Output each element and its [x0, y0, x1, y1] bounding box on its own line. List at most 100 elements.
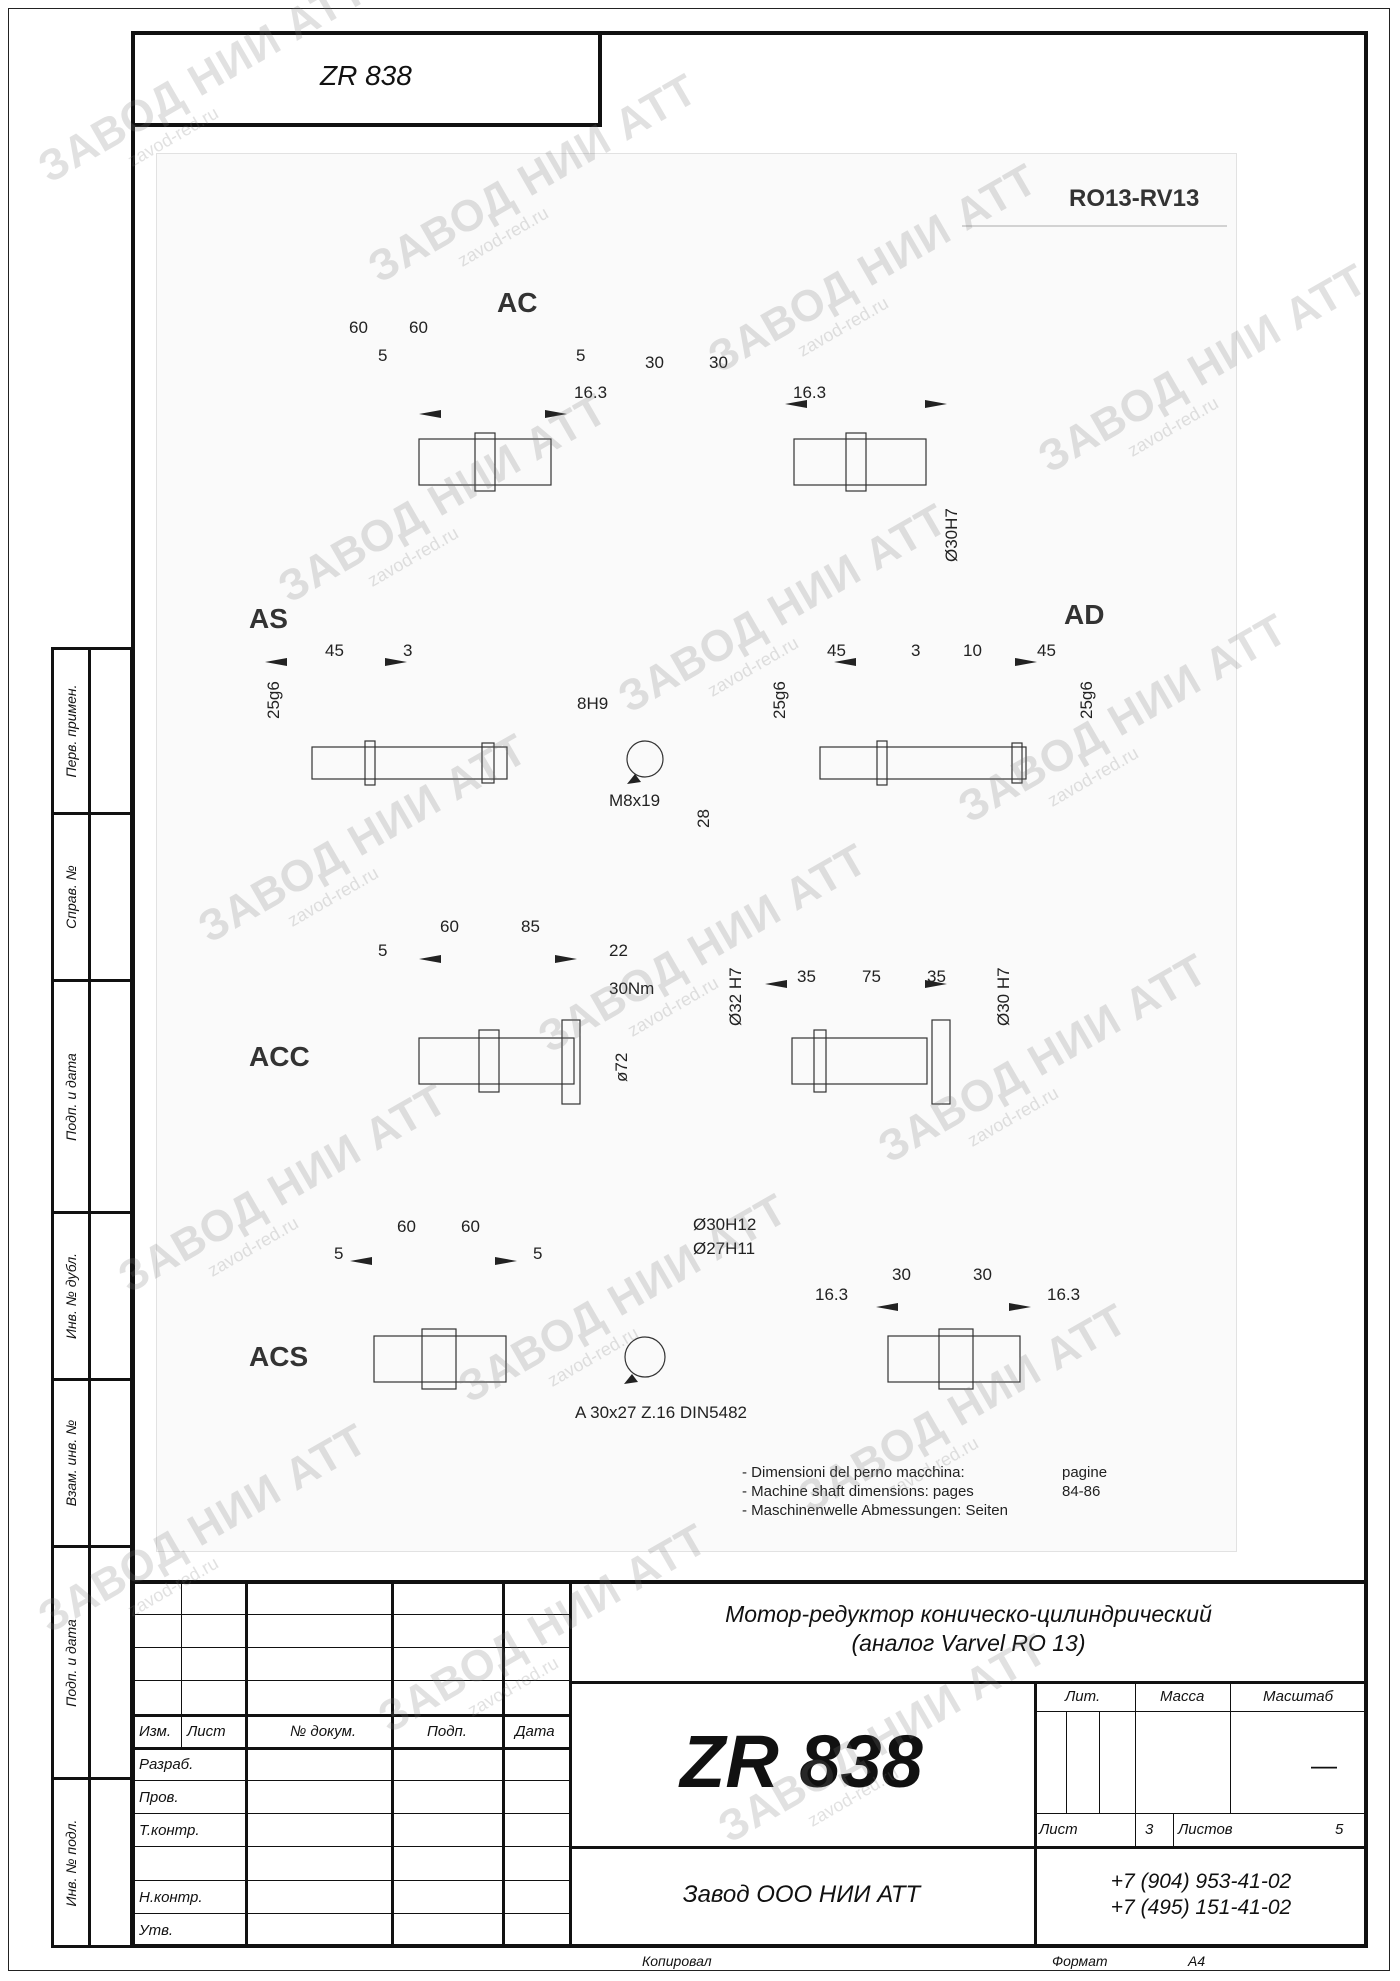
dim-label: Ø30H12: [693, 1215, 756, 1234]
dim-label: 5: [334, 1244, 343, 1263]
role-developer: Разраб.: [139, 1756, 194, 1773]
dim-label: 45: [1037, 641, 1056, 660]
technical-drawing: RO13-RV13 AC 60 60 5 5 30 30 16.3 16.3 Ø…: [156, 153, 1237, 1552]
side-stamp-label: Справ. №: [63, 865, 79, 929]
dim-label: A 30x27 Z.16 DIN5482: [575, 1403, 747, 1422]
dim-label: 16.3: [815, 1285, 848, 1304]
sheets-value: 5: [1335, 1821, 1344, 1838]
phone-1: +7 (904) 953-41-02: [1110, 1870, 1292, 1893]
dim-label: 45: [325, 641, 344, 660]
designation: ZR 838: [680, 1720, 923, 1803]
role-checker: Пров.: [139, 1789, 179, 1806]
dim-label: 35: [797, 967, 816, 986]
side-stamp-label: Перв. примен.: [63, 684, 79, 778]
sheet-border: [8, 8, 1390, 1971]
dim-label: 30Nm: [609, 979, 654, 998]
side-stamp-label: Инв. № дубл.: [63, 1252, 79, 1340]
phone-2: +7 (495) 151-41-02: [1110, 1896, 1292, 1919]
section-label-as: AS: [249, 603, 288, 634]
mass-label: Масса: [1160, 1688, 1205, 1705]
product-title-line1: Мотор-редуктор коническо-цилиндрический: [725, 1601, 1212, 1627]
dim-label: 60: [397, 1217, 416, 1236]
note-ref: pagine: [1062, 1464, 1107, 1481]
section-label-acs: ACS: [249, 1341, 308, 1372]
sheets-label: Листов: [1178, 1821, 1233, 1838]
dim-label: 3: [911, 641, 920, 660]
dim-label: 25g6: [770, 681, 789, 719]
dim-label: Ø32 H7: [726, 967, 745, 1026]
dim-label: 28: [694, 809, 713, 828]
side-stamp-cell: Справ. №: [51, 812, 133, 982]
dim-label: Ø30 H7: [994, 967, 1013, 1026]
side-stamp-label: Подп. и дата: [63, 1052, 79, 1141]
dim-label: 5: [378, 941, 387, 960]
lit-label: Лит.: [1065, 1688, 1101, 1705]
dim-label: 5: [378, 346, 387, 365]
dim-label: 60: [409, 318, 428, 337]
col-header-izm: Изм.: [139, 1723, 171, 1740]
drawing-model: RO13-RV13: [1069, 185, 1199, 212]
product-title-line2: (аналог Varvel RO 13): [851, 1630, 1086, 1656]
sheet-value: 3: [1145, 1821, 1154, 1838]
side-stamp-label: Взам. инв. №: [63, 1419, 79, 1507]
dim-label: 3: [403, 641, 412, 660]
col-header-sign: Подп.: [427, 1723, 467, 1740]
dim-label: 25g6: [1077, 681, 1096, 719]
role-tech-control: Т.контр.: [139, 1822, 200, 1839]
format-value: A4: [1188, 1953, 1206, 1969]
dim-label: 16.3: [1047, 1285, 1080, 1304]
dim-label: 10: [963, 641, 982, 660]
dim-label: ø72: [612, 1053, 631, 1082]
contact-phones: +7 (904) 953-41-02 +7 (495) 151-41-02: [1034, 1869, 1368, 1921]
title-block: Изм. Лист № докум. Подп. Дата Разраб. Пр…: [131, 1580, 1368, 1948]
dim-label: Ø30H7: [942, 508, 961, 562]
section-label-ac: AC: [497, 287, 537, 318]
dim-label: 30: [892, 1265, 911, 1284]
company-name: Завод ООО НИИ АТТ: [682, 1881, 921, 1908]
dim-label: 30: [645, 353, 664, 372]
side-stamp-label: Инв. № подл.: [63, 1819, 79, 1906]
dim-label: 60: [461, 1217, 480, 1236]
note-ref: 84-86: [1062, 1483, 1100, 1500]
dim-label: 30: [973, 1265, 992, 1284]
side-stamp-cell: Инв. № дубл.: [51, 1211, 133, 1381]
col-header-list: Лист: [187, 1723, 226, 1740]
doc-code-box: [131, 31, 602, 127]
dim-label: 60: [440, 917, 459, 936]
dim-label: 35: [927, 967, 946, 986]
note-text: - Dimensioni del perno macchina:: [742, 1464, 965, 1481]
role-approver: Утв.: [139, 1922, 174, 1939]
copied-label: Копировал: [642, 1953, 712, 1969]
dim-label: 45: [827, 641, 846, 660]
product-title: Мотор-редуктор коническо-цилиндрический …: [569, 1600, 1368, 1658]
dim-label: 22: [609, 941, 628, 960]
dim-label: 5: [533, 1244, 542, 1263]
section-label-acc: ACC: [249, 1041, 310, 1072]
dim-label: 75: [862, 967, 881, 986]
dim-label: 60: [349, 318, 368, 337]
role-norm-control: Н.контр.: [139, 1889, 203, 1906]
side-stamp-cell: Подп. и дата: [51, 979, 133, 1214]
side-stamp-cell: Подп. и дата: [51, 1545, 133, 1780]
side-stamp-label: Подп. и дата: [63, 1618, 79, 1707]
drawing-svg: RO13-RV13 AC 60 60 5 5 30 30 16.3 16.3 Ø…: [249, 185, 1227, 1519]
side-stamp-cell: Перв. примен.: [51, 647, 133, 815]
dim-label: 16.3: [574, 383, 607, 402]
dim-label: 5: [576, 346, 585, 365]
dim-label: 25g6: [264, 681, 283, 719]
dim-label: 85: [521, 917, 540, 936]
format-label: Формат: [1052, 1953, 1108, 1969]
side-stamp-cell: Инв. № подл.: [51, 1777, 133, 1948]
dim-label: 30: [709, 353, 728, 372]
section-label-ad: AD: [1064, 599, 1104, 630]
scale-value: —: [1311, 1750, 1337, 1780]
col-header-date: Дата: [515, 1723, 555, 1740]
scale-label: Масштаб: [1263, 1688, 1334, 1705]
col-header-doc: № докум.: [290, 1723, 357, 1740]
sheet-label: Лист: [1039, 1821, 1078, 1838]
dim-label: 16.3: [793, 383, 826, 402]
doc-code-tag: ZR 838: [320, 60, 412, 91]
dim-label: M8x19: [609, 791, 660, 810]
dim-label: 8H9: [577, 694, 608, 713]
note-text: - Maschinenwelle Abmessungen: Seiten: [742, 1502, 1008, 1519]
